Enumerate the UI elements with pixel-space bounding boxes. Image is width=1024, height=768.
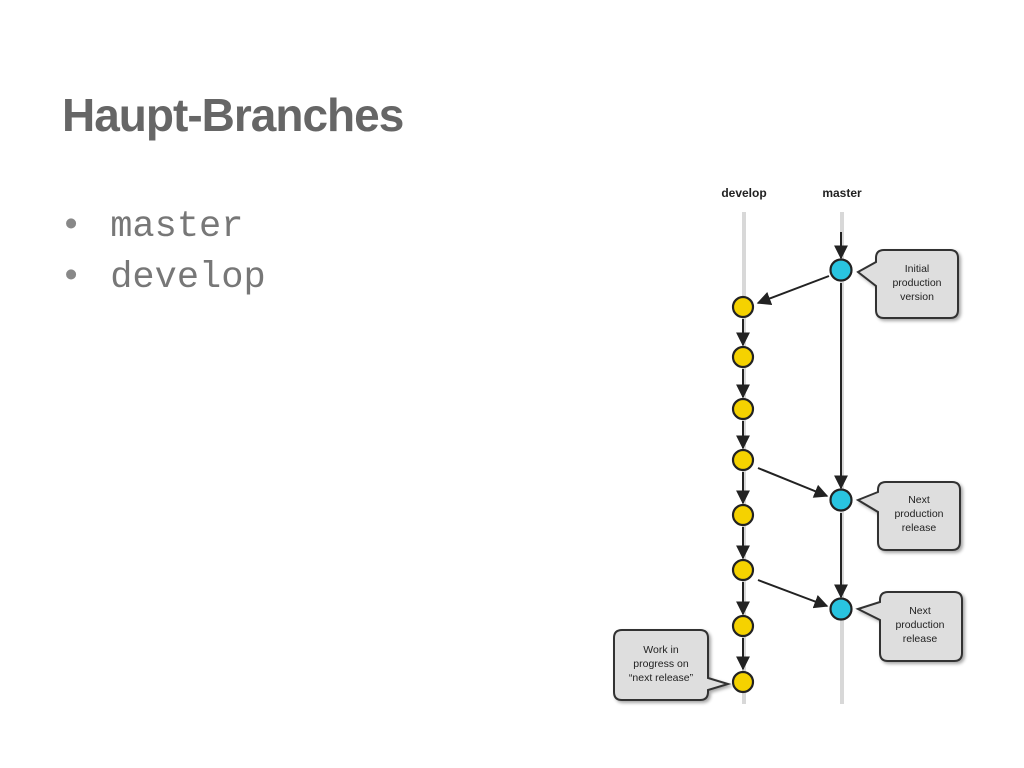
callout-line: version — [900, 291, 934, 303]
callout-release-1-text: Next production release — [894, 494, 943, 534]
callout-wip — [613, 629, 732, 701]
master-commit — [829, 258, 853, 282]
callout-line: Next — [908, 494, 930, 506]
bullet-dot: • — [60, 206, 83, 248]
callout-release-1 — [855, 481, 961, 551]
callout-line: Next — [909, 605, 931, 617]
callout-line: production — [892, 277, 941, 289]
callout-line: release — [902, 522, 937, 534]
merge-arrow-develop-to-master-1 — [757, 467, 829, 498]
callout-line: Initial — [905, 263, 930, 275]
merge-arrow-master-to-develop — [756, 275, 830, 306]
callout-initial-text: Initial production version — [892, 263, 941, 303]
merge-arrows — [756, 275, 830, 609]
develop-commit — [731, 614, 755, 638]
master-commit — [829, 597, 853, 621]
callout-line: “next release” — [629, 672, 694, 684]
bullet-item-develop: • develop — [60, 253, 266, 304]
callout-line: progress on — [633, 658, 689, 670]
develop-commit — [731, 503, 755, 527]
bullet-dot: • — [60, 257, 83, 299]
develop-commit — [731, 397, 755, 421]
merge-arrow-develop-to-master-2 — [757, 579, 829, 609]
develop-commit — [731, 345, 755, 369]
bullet-list: • master • develop — [60, 202, 266, 304]
develop-commits — [731, 295, 755, 694]
master-commit — [829, 488, 853, 512]
master-commits — [829, 258, 853, 621]
develop-commit — [731, 670, 755, 694]
callout-release-2-text: Next production release — [895, 605, 944, 645]
bullet-item-master: • master — [60, 202, 266, 253]
callout-line: production — [895, 619, 944, 631]
callout-line: Work in — [643, 644, 679, 656]
lane-label-develop: develop — [721, 186, 766, 200]
callout-initial — [856, 249, 959, 319]
develop-commit — [731, 448, 755, 472]
callout-release-2 — [855, 591, 963, 662]
callout-line: release — [903, 633, 938, 645]
develop-commit — [731, 295, 755, 319]
callout-line: production — [894, 508, 943, 520]
callout-wip-text: Work in progress on “next release” — [629, 644, 694, 684]
lane-label-master: master — [822, 186, 862, 200]
bullet-label: develop — [110, 257, 266, 299]
slide-title: Haupt-Branches — [62, 89, 404, 141]
bullet-label: master — [110, 206, 244, 248]
develop-commit — [731, 558, 755, 582]
